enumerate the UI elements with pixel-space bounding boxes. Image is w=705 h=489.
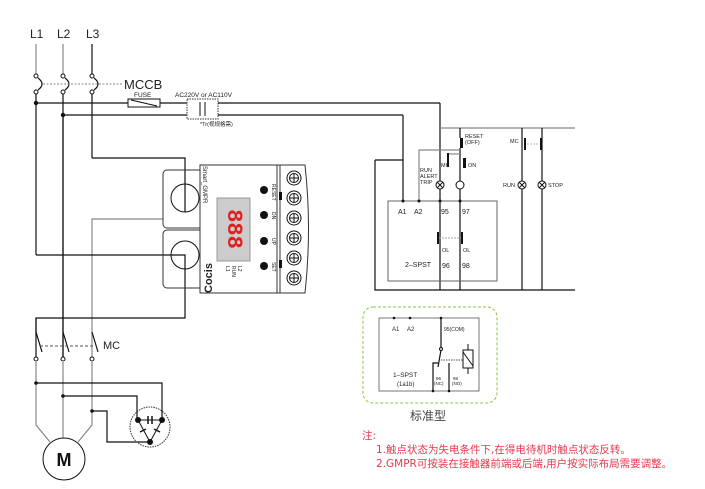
standard-caption: 标准型	[410, 409, 446, 423]
terminal-a1: A1	[398, 209, 407, 216]
lamp-label-alert: ALERT	[420, 174, 438, 180]
fuse-label: FUSE	[134, 92, 152, 99]
lamp-label-run: RUN	[420, 168, 432, 174]
dn-button[interactable]	[260, 211, 268, 219]
motor-icon	[42, 437, 86, 481]
mc-aux-label: MC	[441, 163, 450, 169]
display-digits: 888	[221, 209, 246, 249]
mc-label-right: MC	[510, 139, 519, 145]
reset-button-label: RESET	[270, 184, 276, 201]
indicator-l1: L1	[224, 266, 230, 272]
terminal-98: 98	[462, 263, 470, 270]
std-type-label: 1–SPST	[393, 372, 417, 379]
reset-sub-label: (OFF)	[465, 140, 480, 146]
phase-label-l3: L3	[86, 27, 100, 41]
std-nc-label: (NC)	[434, 381, 444, 386]
transformer-note: *Tr(视规格需)	[200, 120, 233, 128]
up-button-label: UP	[270, 238, 276, 246]
mc-label: MC	[103, 340, 120, 352]
std-no-num: 98	[453, 376, 459, 381]
terminal-96: 96	[442, 263, 450, 270]
reset-button[interactable]	[260, 186, 268, 194]
note-1: 1.触点状态为失电条件下,在得电待机时触点状态反转。	[376, 443, 631, 456]
phase-label-l2: L2	[57, 27, 71, 41]
std-terminal-a2: A2	[407, 327, 415, 333]
stop-label: STOP	[548, 183, 563, 189]
motor-label: M	[57, 450, 72, 470]
reset-label: RESET	[465, 134, 484, 140]
std-no-label: (NO)	[452, 381, 462, 386]
std-nc-num: 96	[436, 376, 442, 381]
std-com-label: 95(COM)	[444, 327, 465, 333]
terminal-block	[279, 170, 302, 286]
lamp-label-trip: TRIP	[420, 180, 433, 186]
mccb-breaker	[33, 44, 122, 95]
mccb-label: MCCB	[124, 77, 162, 92]
terminal-95: 95	[441, 209, 449, 216]
standard-type-inset	[362, 306, 498, 404]
indicator-run: RUN	[230, 266, 236, 277]
ol-label-1: OL	[442, 248, 449, 254]
device-model-label: Smart_GMPR	[201, 166, 207, 204]
run-label: RUN	[503, 183, 515, 189]
std-terminal-a1: A1	[392, 327, 400, 333]
capacitor-bank-icon	[129, 406, 171, 448]
note-2: 2.GMPR可按装在接触器前端或后端,用户按实际布局需要调整。	[376, 457, 672, 470]
indicator-l2: L2	[236, 266, 242, 272]
dn-button-label: DN	[270, 212, 276, 220]
device-brand: Cocis	[203, 263, 215, 293]
control-circuit	[374, 103, 575, 291]
mc-contactor	[33, 318, 99, 362]
up-button[interactable]	[260, 237, 268, 245]
terminal-a2: A2	[414, 209, 423, 216]
motor-wiring	[34, 361, 163, 443]
spst-type-label: 2–SPST	[405, 262, 432, 269]
on-label: ON	[468, 163, 476, 169]
transformer	[186, 98, 219, 120]
fuse	[127, 98, 161, 108]
display	[216, 197, 251, 262]
transformer-label: AC220V or AC110V	[175, 92, 233, 99]
ct-housing	[162, 169, 204, 289]
notes-title: 注:	[362, 429, 376, 442]
terminal-97: 97	[462, 209, 470, 216]
set-button-label: SET	[270, 262, 276, 272]
ol-label-2: OL	[463, 248, 470, 254]
phase-label-l1: L1	[30, 27, 44, 41]
std-type-sub: (1a1b)	[397, 382, 414, 388]
set-button[interactable]	[260, 262, 268, 270]
